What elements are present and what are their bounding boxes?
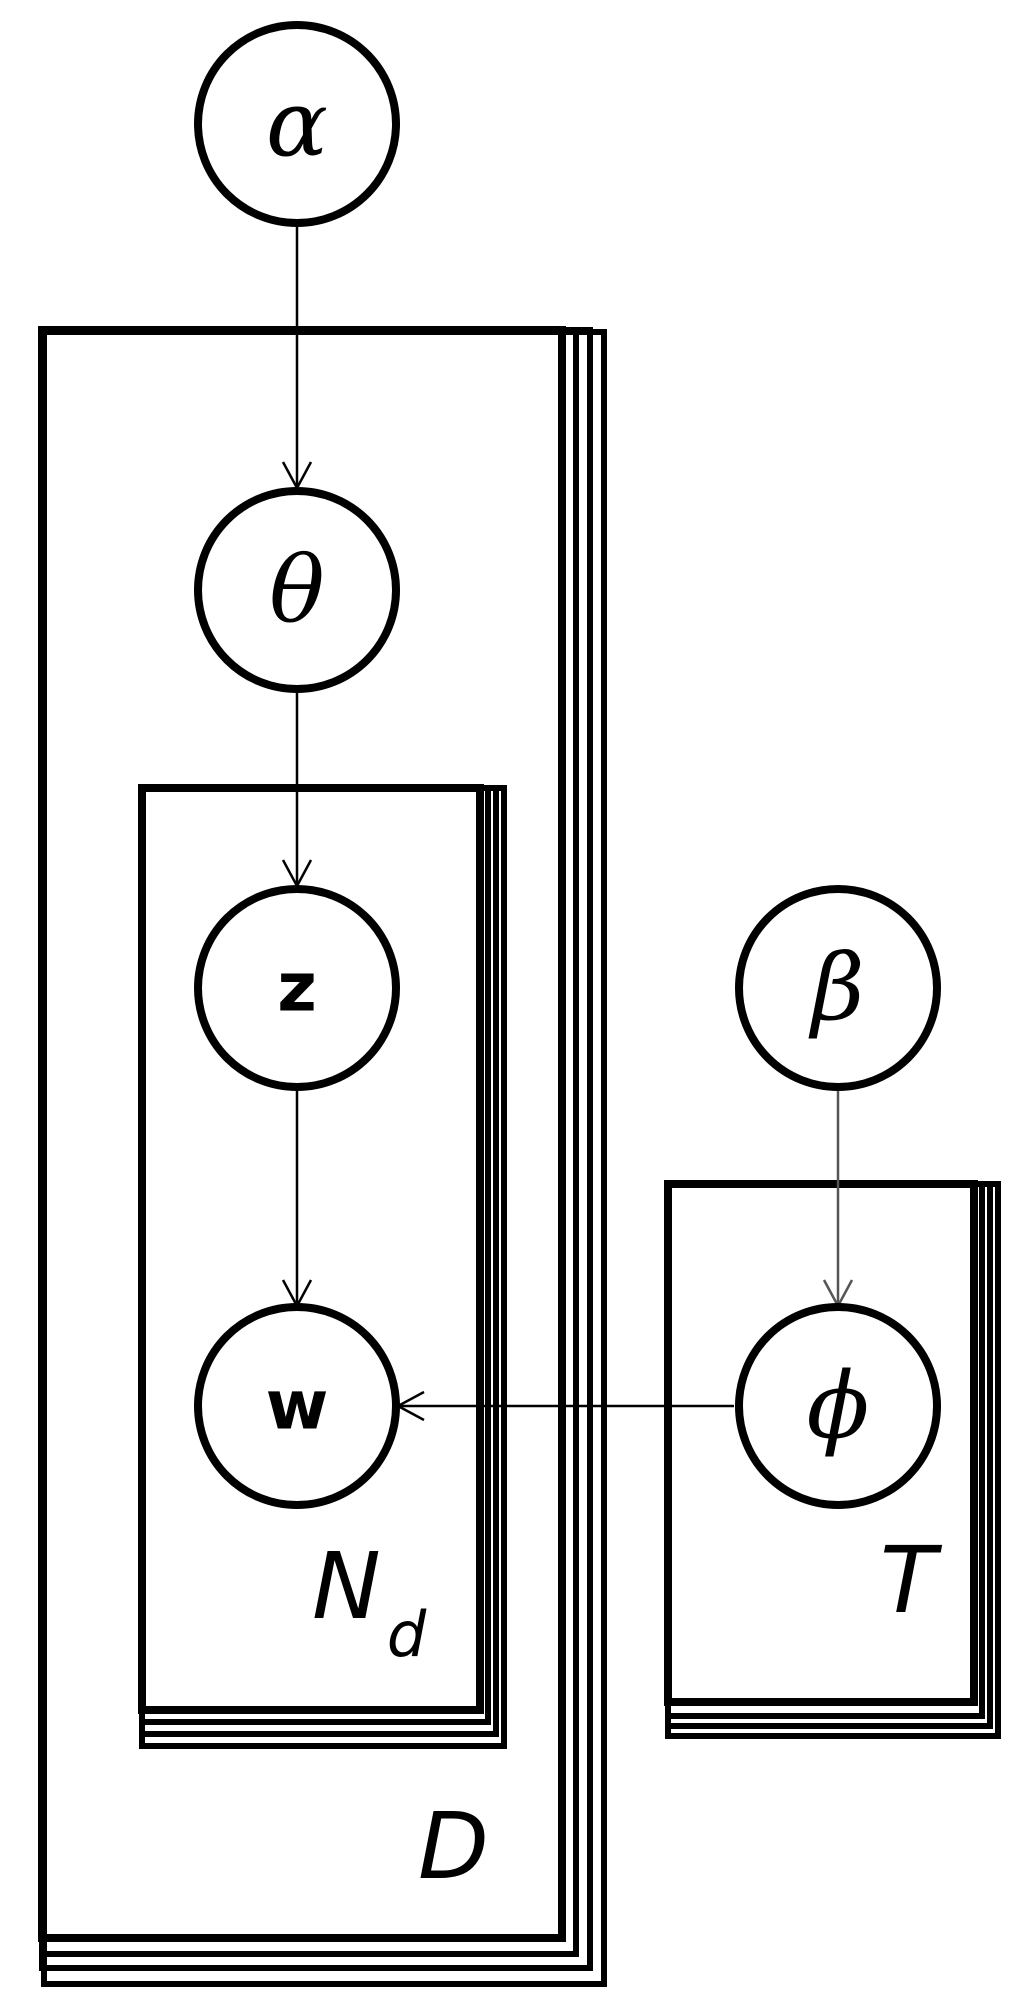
node-phi-label: ϕ [807,1353,870,1460]
node-z-label: z [277,949,317,1028]
node-beta-label: β [808,935,864,1042]
node-alpha: α [194,21,400,227]
plate-words-label: Nd [312,1533,427,1671]
plate-topics: T [664,1180,1001,1739]
node-w-label: w [266,1367,329,1446]
node-beta-circle [735,885,941,1091]
node-theta-label: θ [269,537,324,644]
node-beta: β [735,885,941,1091]
edges [281,226,854,1422]
node-w: w [194,1303,400,1509]
node-z: z [194,885,400,1091]
plate-documents: D [38,326,607,1987]
node-phi: ϕ [735,1303,941,1509]
node-alpha-circle [194,21,400,227]
node-alpha-label: α [266,71,328,178]
plate-documents-label: D [418,1793,489,1900]
plate-words-label-sub: d [387,1598,427,1671]
node-w-circle [194,1303,400,1509]
plate-words-front [138,784,484,1714]
node-theta: θ [194,487,400,693]
plate-topics-front [664,1180,978,1706]
node-theta-circle [194,487,400,693]
node-phi-circle [735,1303,941,1509]
node-z-circle [194,885,400,1091]
plate-topics-label: T [880,1527,943,1634]
plate-words: Nd [138,784,507,1749]
plate-documents-front [38,326,566,1942]
plate-words-label-main: N [312,1533,381,1640]
